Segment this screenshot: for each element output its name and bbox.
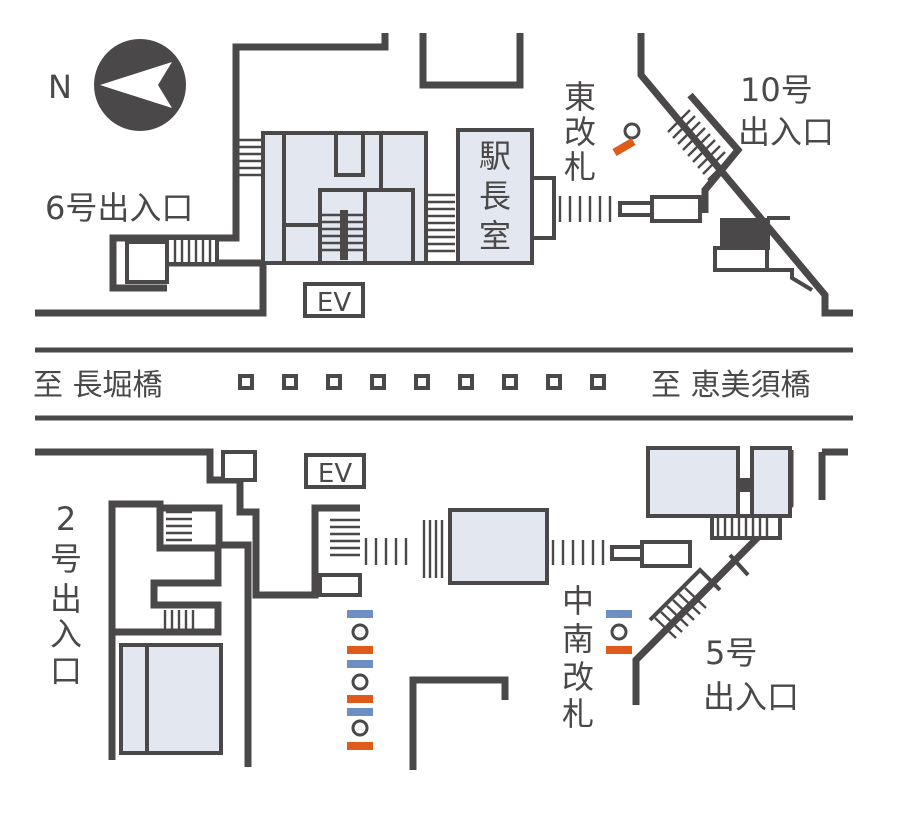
south-elevator[interactable]: EV <box>304 453 366 489</box>
exit-6-stairs <box>125 138 262 284</box>
south-west-rooms <box>119 450 362 755</box>
north-concourse-block <box>261 131 458 265</box>
north-elevator[interactable]: EV <box>303 282 365 318</box>
exit-2-char-4: 入 <box>50 615 82 653</box>
track-band: 至 長堀橋 至 恵美須橋 <box>33 347 853 421</box>
north-arrow-icon <box>94 39 186 131</box>
exit-5-label-line1: 5号 <box>705 634 757 672</box>
south-ticket-gate-right <box>606 610 632 654</box>
station-master-char-1: 駅 <box>479 137 511 175</box>
south-elevator-label: EV <box>318 459 352 489</box>
central-gate-char-4: 札 <box>562 695 594 733</box>
central-gate-char-2: 南 <box>562 620 594 658</box>
exit-2-char-1: 2 <box>56 500 76 538</box>
station-master-char-3: 室 <box>479 217 511 255</box>
station-master-char-2: 長 <box>479 177 511 215</box>
exit-6-label: 6号出入口 <box>45 189 193 227</box>
east-gate-char-2: 改 <box>564 113 596 151</box>
east-gate-char-3: 札 <box>564 148 596 186</box>
compass: N <box>48 39 186 131</box>
east-corridor <box>558 195 814 292</box>
exit-10-label-line2: 出入口 <box>738 113 834 151</box>
exit-10-label-line1: 10号 <box>740 71 813 109</box>
direction-east-label: 至 恵美須橋 <box>651 368 811 403</box>
direction-west-label: 至 長堀橋 <box>33 368 163 403</box>
platform-pillars <box>238 374 606 390</box>
exit-2-char-3: 出 <box>50 580 82 618</box>
central-gate-char-1: 中 <box>562 582 594 620</box>
exit-5-label-line2: 出入口 <box>703 678 799 716</box>
central-gate-char-3: 改 <box>562 658 594 696</box>
station-master-room: 駅 長 室 <box>456 128 556 265</box>
south-east-rooms <box>646 446 792 639</box>
exit-2-char-2: 号 <box>50 540 82 578</box>
exit-2-char-5: 口 <box>50 652 82 690</box>
central-south-ticket-gates <box>347 610 373 750</box>
east-gate-char-1: 東 <box>564 78 596 116</box>
north-elevator-label: EV <box>317 288 351 318</box>
east-ticket-gate-icon <box>612 122 641 156</box>
compass-north-label: N <box>48 68 72 106</box>
south-corridor <box>364 508 692 585</box>
exit-10-stairs <box>667 109 731 181</box>
